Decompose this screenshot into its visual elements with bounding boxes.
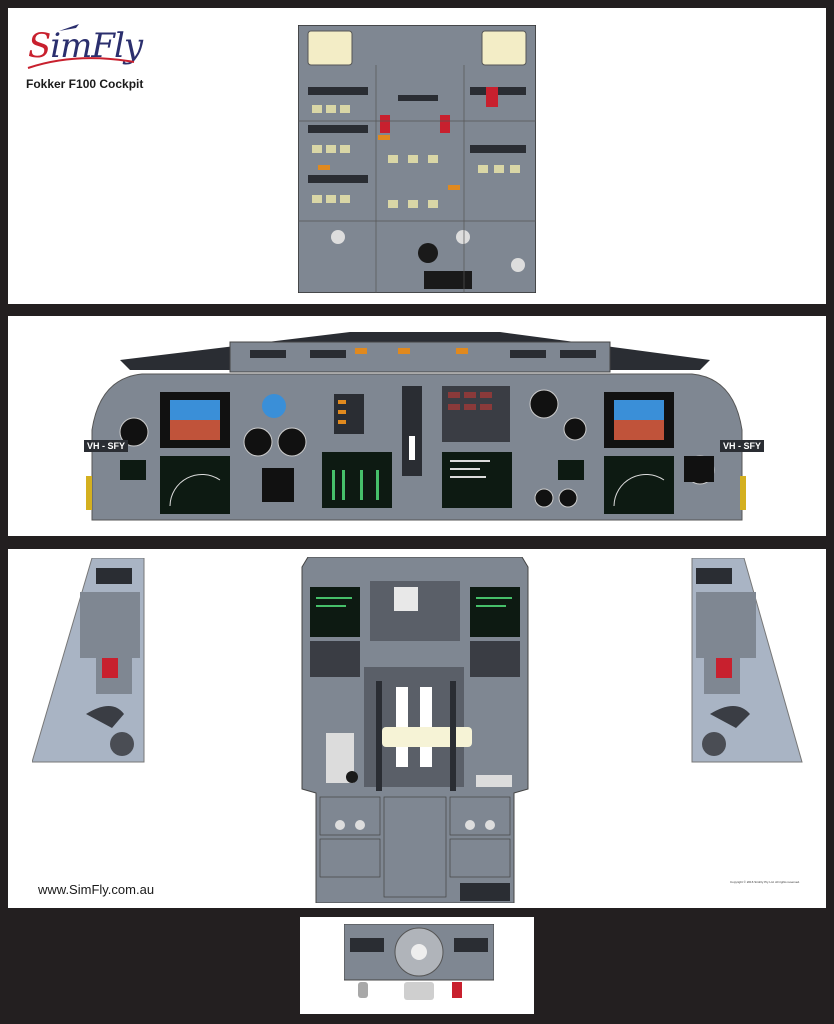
centre-pedestal (301, 557, 529, 903)
overhead-panel (298, 25, 536, 293)
registration-right: VH - SFY (720, 440, 765, 452)
simfly-logo: SimFly (27, 24, 143, 69)
aft-pedestal (344, 924, 494, 1000)
plane-icon (59, 24, 79, 31)
registration-left: VH - SFY (84, 440, 129, 452)
right-side-console (691, 558, 803, 763)
left-side-console (32, 558, 145, 763)
swoosh-icon (27, 57, 135, 69)
copyright-notice: Copyright © 2016 SimFly Pty Ltd. All rig… (730, 880, 800, 884)
website-url: www.SimFly.com.au (38, 882, 155, 897)
page-title: Fokker F100 Cockpit (26, 77, 144, 91)
main-instrument-panel (86, 332, 746, 521)
